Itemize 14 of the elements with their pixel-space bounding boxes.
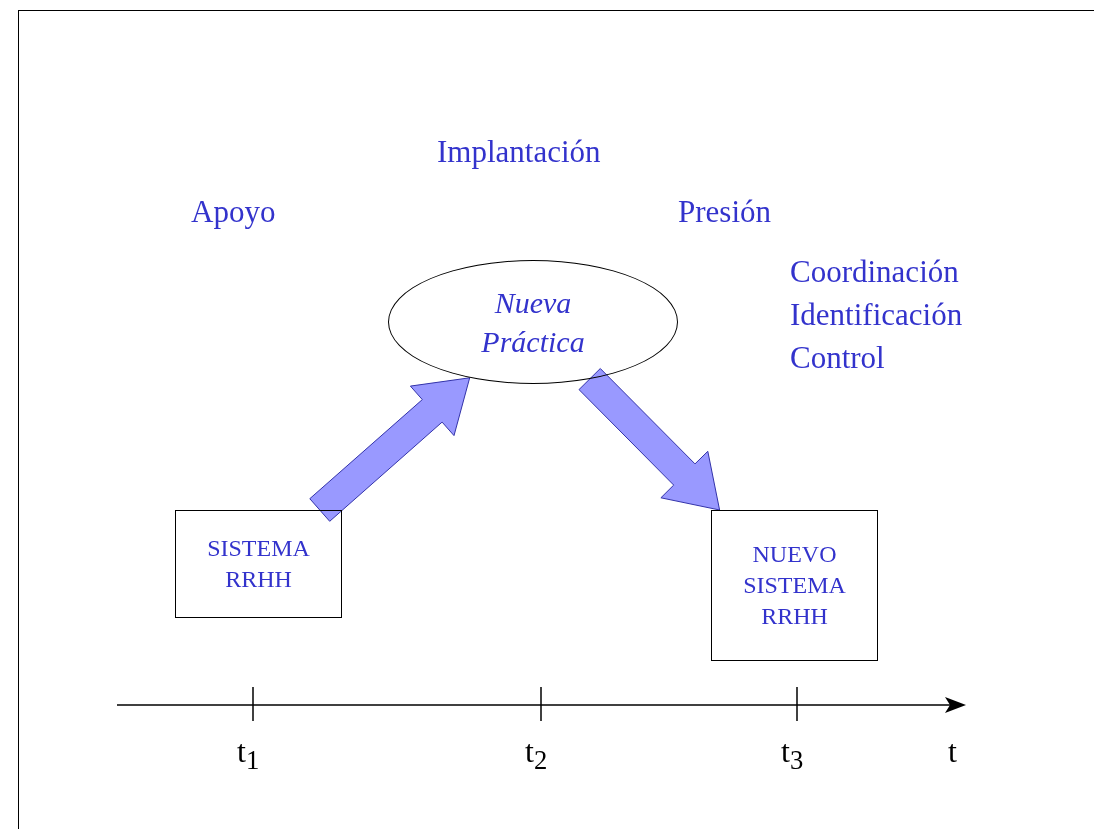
- system-box: NUEVO SISTEMA RRHH: [711, 510, 878, 661]
- block-arrow: [309, 377, 471, 522]
- function-label: Coordinación: [790, 256, 959, 287]
- stage-label: Apoyo: [191, 196, 276, 227]
- stage-label: Implantación: [437, 136, 601, 167]
- time-label: t$_{2}$: [525, 735, 548, 775]
- function-label: Control: [790, 342, 885, 373]
- axis-label: t: [948, 735, 957, 767]
- time-label: t$_{1}$: [237, 735, 260, 775]
- time-label: t$_{3}$: [781, 735, 804, 775]
- system-box: SISTEMA RRHH: [175, 510, 342, 618]
- stage-label: Presión: [678, 196, 771, 227]
- function-label: Identificación: [790, 299, 963, 330]
- block-arrow: [578, 368, 721, 511]
